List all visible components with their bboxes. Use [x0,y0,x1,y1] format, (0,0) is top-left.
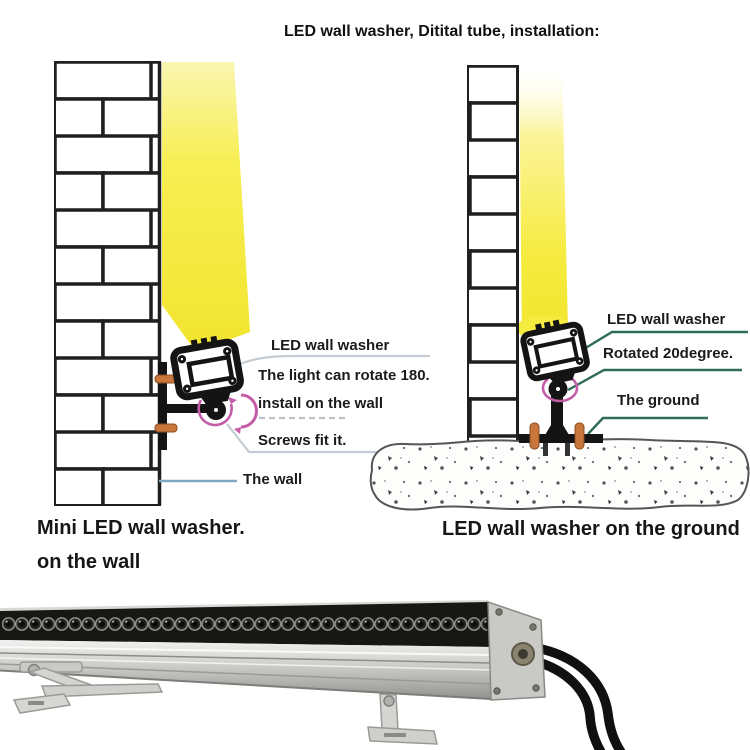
body-grooves [0,646,493,700]
anchor-pin [543,443,548,456]
rotation-arrow-icon [197,393,258,434]
end-cap [487,600,546,701]
fixture-corner-screws [526,328,584,375]
label-install-on-wall: install on the wall [258,395,384,412]
screw-icon [574,422,585,450]
ground-slab [369,438,750,511]
brick-wall [54,61,161,506]
led-fixture [170,335,244,405]
label-the-wall: The wall [243,471,303,488]
brick-wall [467,65,519,444]
pivot-center-dot [214,408,218,412]
light-beam-up [162,62,250,352]
rotation-arrow-icon [541,373,579,403]
caption-right: LED wall washer on the ground [442,518,740,540]
label-rotated-20-degree: Rotated 20degree. [603,345,734,362]
label-led-wall-washer-right: LED wall washer [607,311,726,328]
caption-left-line1: Mini LED wall washer. [37,517,245,539]
ground-stand [519,392,603,456]
mounting-bracket-left [12,661,164,714]
power-cables [526,642,626,750]
product-photo-led-bar [0,600,626,750]
light-beam-up [519,66,568,338]
right-diagram [369,65,750,511]
led-fixture [520,319,590,384]
caption-left-line2: on the wall [37,551,141,573]
left-diagram [54,61,430,506]
label-screws-fit: Screws fit it. [258,432,347,449]
led-lens-row [2,605,488,643]
label-light-can-rotate: The light can rotate 180. [258,367,430,384]
screw-icon [529,422,540,450]
callout-leader-lines [226,354,430,454]
callout-leader-lines [567,330,748,435]
pivot-center-dot [556,387,560,391]
mounting-bracket-middle [367,693,438,745]
page-title: LED wall washer, Ditital tube, installat… [284,23,600,40]
fixture-corner-screws [177,347,237,393]
label-led-wall-washer-left: LED wall washer [271,337,390,354]
anchor-pin [565,443,570,456]
label-the-ground: The ground [617,392,700,409]
screw-icon [154,423,178,433]
